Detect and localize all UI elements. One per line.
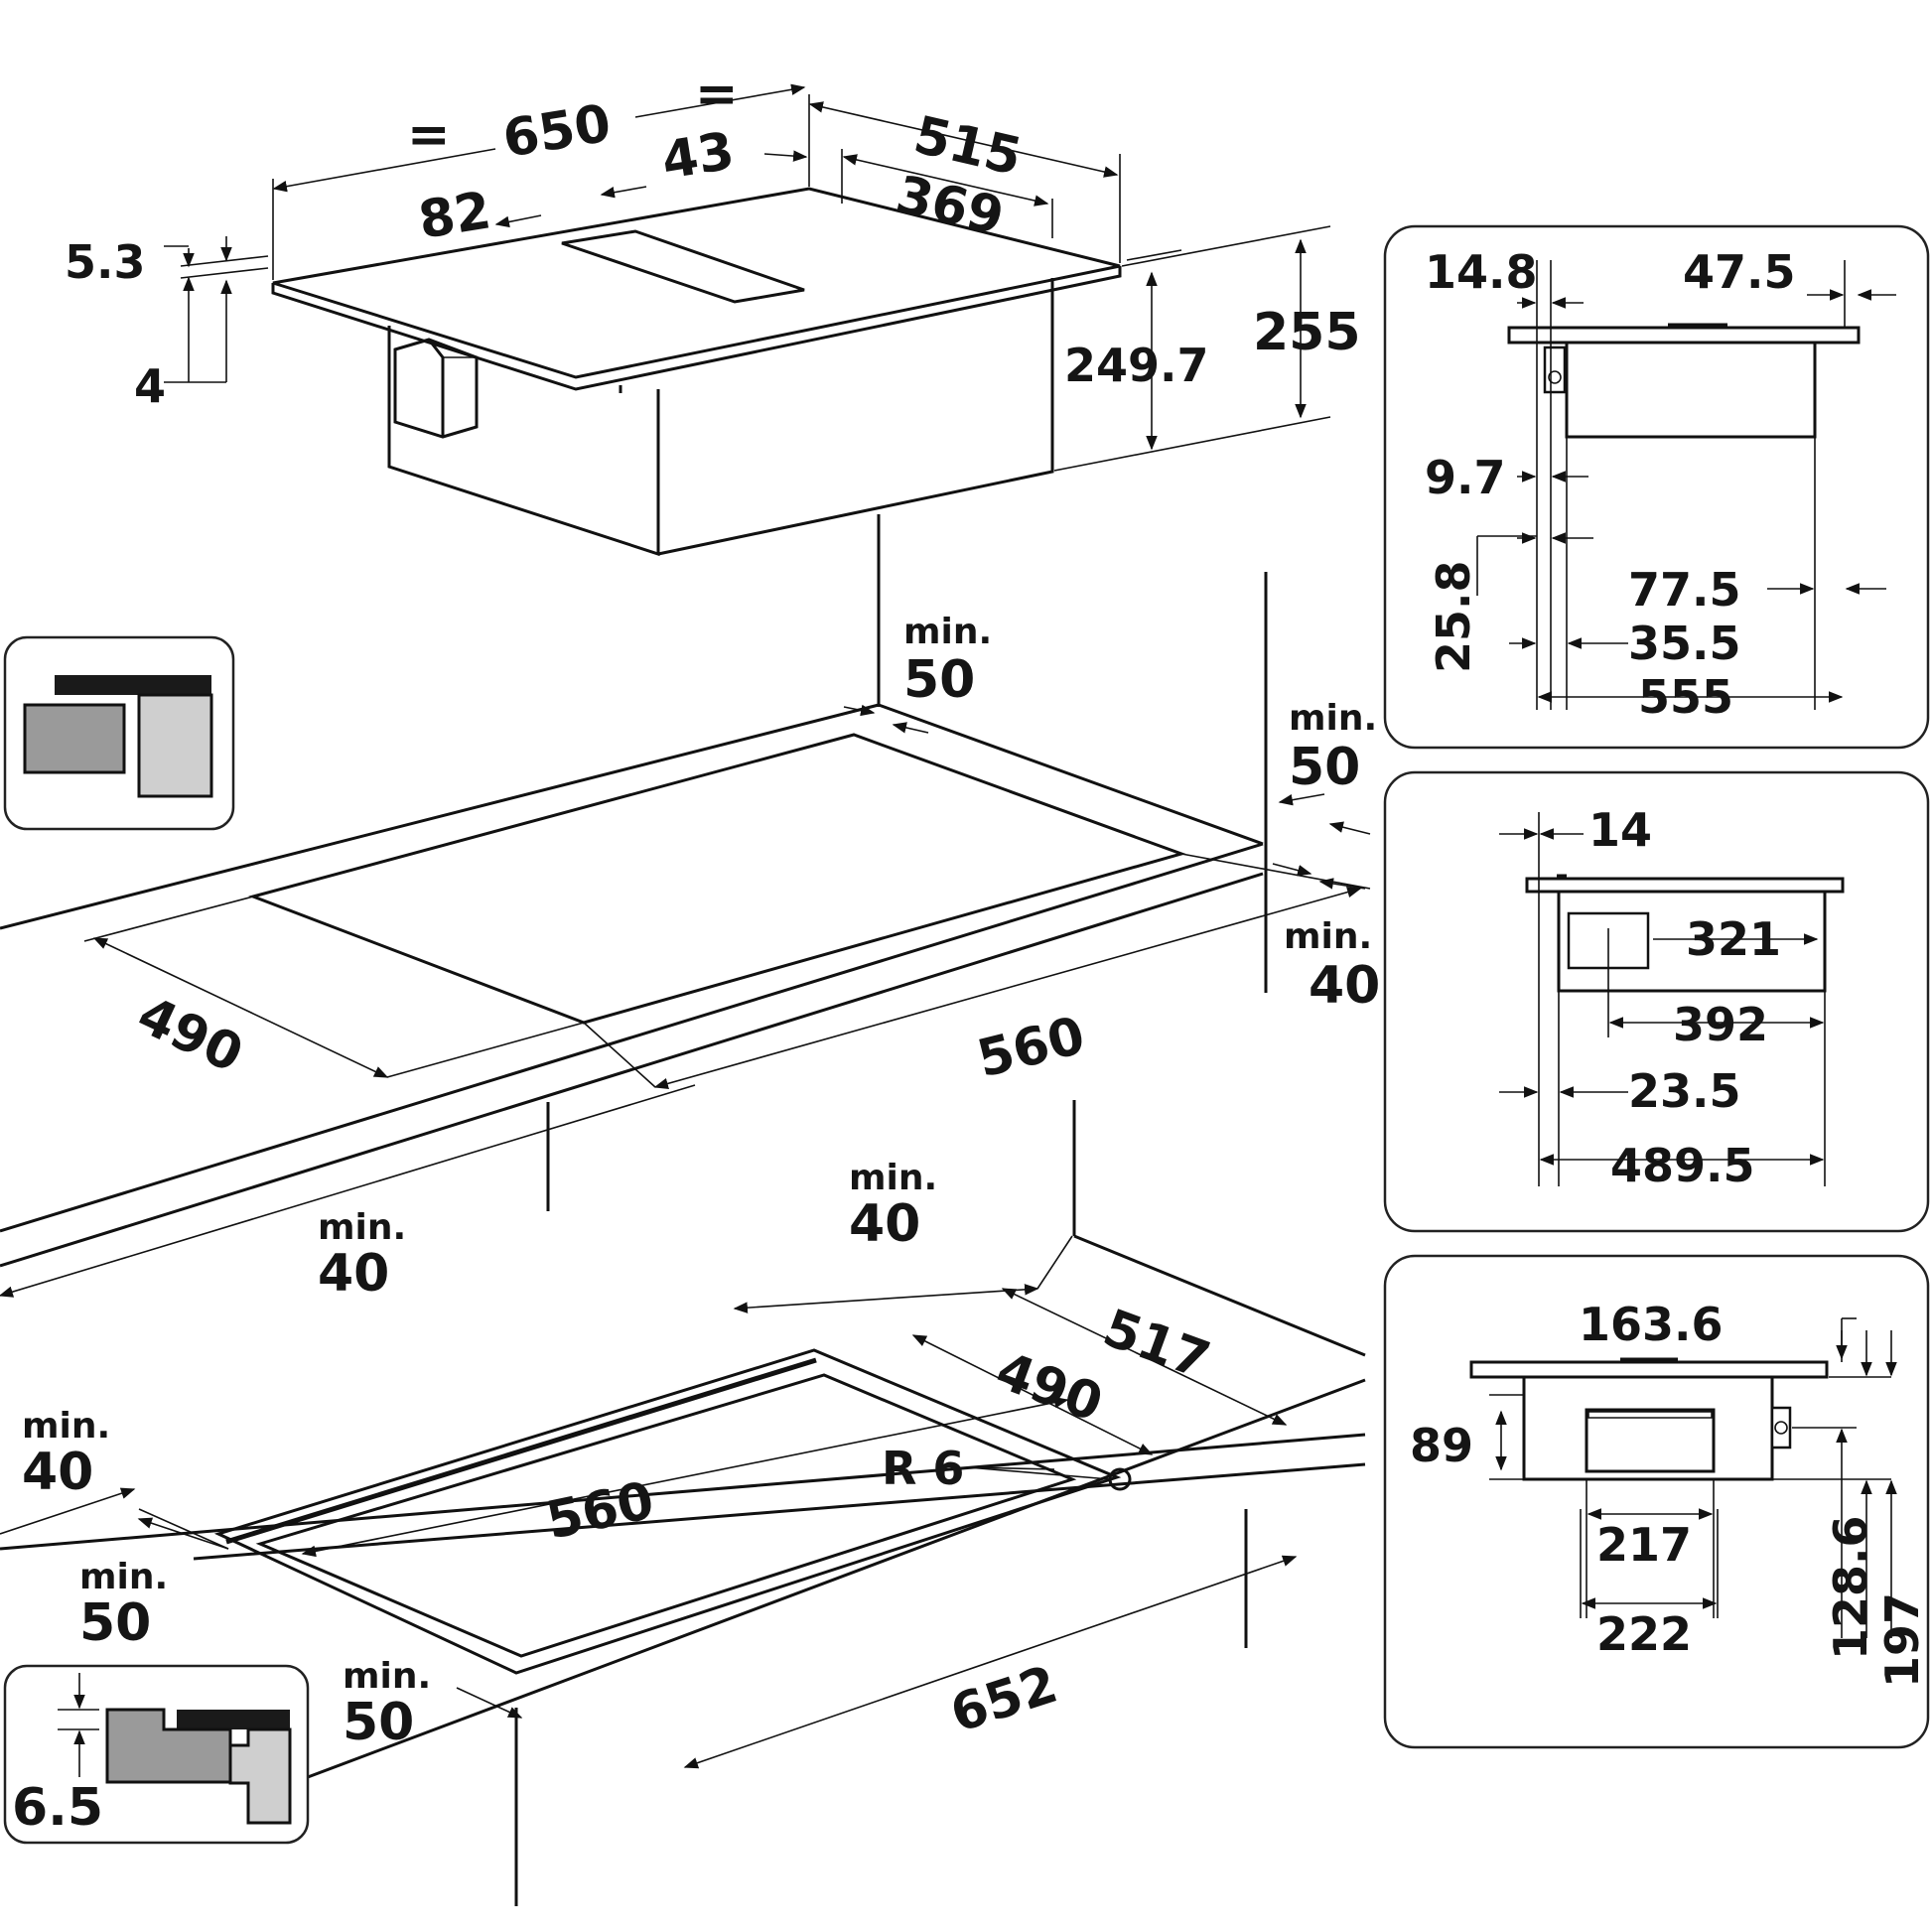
label-min-left: min. — [22, 1406, 110, 1447]
detail-panel-front: 14 321 392 23.5 489.5 — [1383, 770, 1930, 1233]
cutout-top-texts: min. 50 min. 50 min. 40 490 560 min. 40 — [129, 612, 1381, 1304]
dim-650: 650 — [499, 94, 616, 170]
hob-body — [387, 326, 660, 557]
legend-flush-mount-icon: 6.5 — [3, 1664, 310, 1845]
dim-222: 222 — [1596, 1607, 1692, 1661]
dim-517: 517 — [1096, 1299, 1218, 1392]
label-min-right: min. — [1289, 698, 1377, 739]
dim-9-7: 9.7 — [1425, 451, 1506, 504]
dim-555: 555 — [1638, 670, 1733, 724]
clear-front: 40 — [1309, 956, 1380, 1016]
clear-right: 50 — [1289, 738, 1360, 797]
cutout-opening — [248, 733, 1186, 1025]
top-dimensions — [164, 83, 1307, 451]
dim-89: 89 — [1410, 1419, 1473, 1472]
label-min-top: min. — [903, 612, 992, 652]
dim-490-top: 490 — [129, 985, 252, 1084]
dim-14: 14 — [1588, 803, 1652, 857]
dim-25-8: 25.8 — [1427, 561, 1480, 674]
label-min-front-flush: min. — [343, 1656, 431, 1697]
legend-surface-mount-icon — [3, 635, 235, 831]
cutout-flush-texts: min. 40 517 490 R 6 560 min. 40 min. 50 … — [22, 1158, 1217, 1752]
radius-r6: R 6 — [882, 1442, 964, 1495]
worktop-flush — [0, 1235, 1366, 1906]
dim-82: 82 — [415, 181, 495, 251]
dim-652: 652 — [943, 1655, 1064, 1745]
dim-249-7: 249.7 — [1064, 339, 1209, 392]
dim-489-5: 489.5 — [1610, 1139, 1755, 1192]
dim-4: 4 — [134, 359, 166, 413]
detail-panel-back: 163.6 89 217 222 128.6 197 — [1383, 1254, 1930, 1749]
clear-back: 40 — [849, 1194, 920, 1254]
dim-23-5: 23.5 — [1628, 1064, 1741, 1118]
clear-left: 40 — [22, 1443, 93, 1502]
dim-490-flush: 490 — [989, 1341, 1111, 1435]
dim-43: 43 — [658, 121, 739, 192]
flush-outer-cutout — [213, 1348, 1122, 1675]
eq-right: = — [695, 65, 739, 124]
label-min-wall: min. — [79, 1557, 168, 1597]
dim-217: 217 — [1596, 1518, 1692, 1572]
dim-77-5: 77.5 — [1628, 563, 1741, 617]
label-min-bottom: min. — [318, 1207, 406, 1248]
vent-slot — [561, 229, 805, 304]
dim-255: 255 — [1253, 303, 1361, 362]
connector-block — [393, 338, 479, 439]
clear-top: 50 — [903, 650, 975, 710]
dim-392: 392 — [1673, 998, 1768, 1051]
eq-left: = — [407, 105, 451, 165]
dim-197: 197 — [1875, 1592, 1929, 1688]
dim-321: 321 — [1686, 912, 1781, 966]
dim-6-5: 6.5 — [12, 1778, 103, 1838]
dim-163-6: 163.6 — [1579, 1298, 1724, 1351]
dim-35-5: 35.5 — [1628, 617, 1741, 670]
dim-47-5: 47.5 — [1683, 245, 1796, 299]
dim-14-8: 14.8 — [1425, 245, 1538, 299]
clear-front-flush: 50 — [343, 1693, 414, 1752]
dim-560-top: 560 — [972, 1006, 1091, 1089]
label-min-back: min. — [849, 1158, 937, 1198]
clear-wall: 50 — [79, 1593, 151, 1653]
dim-5-3: 5.3 — [65, 235, 146, 289]
clear-bottom: 40 — [318, 1244, 389, 1304]
detail-panel-side: 14.8 47.5 9.7 25.8 77.5 35.5 555 — [1383, 224, 1930, 750]
label-min-front: min. — [1284, 916, 1372, 957]
dim-560-flush: 560 — [541, 1470, 659, 1551]
dim-128-6: 128.6 — [1824, 1515, 1877, 1660]
